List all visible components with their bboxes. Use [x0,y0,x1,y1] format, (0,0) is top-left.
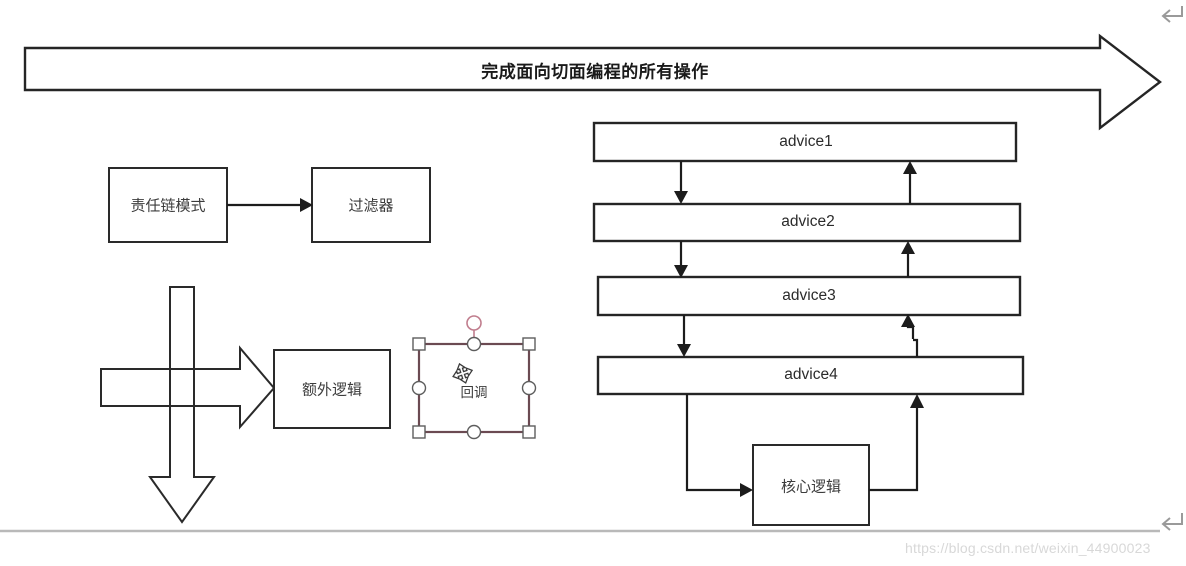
banner-block-arrow[interactable] [23,33,1162,131]
handle-bottom-right [522,425,536,439]
handle-bottom-left [412,425,426,439]
connector-advice2-to-advice1 [903,161,917,204]
connector-advice4-to-advice3 [901,314,915,339]
extra-logic-box[interactable] [273,349,391,429]
selected-callback-shape[interactable] [411,315,537,440]
handle-bottom-center [466,424,482,440]
filter-box[interactable] [311,167,431,243]
connector-core-to-advice4 [869,394,924,492]
return-arrow-bottom-icon[interactable] [1161,513,1183,531]
chain-of-responsibility-box[interactable] [108,167,228,243]
move-cursor-icon [452,362,474,384]
connector-advice4-to-core [685,394,753,497]
handle-top-right [522,337,536,351]
advice-box-4[interactable] [596,355,1025,396]
handle-top-center [466,336,482,352]
connector-advice1-to-advice2 [674,161,688,204]
connector-advice2-to-advice3 [674,241,688,278]
connector-advice4-riser [913,338,919,357]
advice-box-3[interactable] [596,275,1022,317]
connector-chain-to-filter [227,198,313,212]
core-logic-box[interactable] [752,444,870,526]
advice-box-2[interactable] [592,202,1022,243]
return-arrow-top-icon[interactable] [1161,6,1183,23]
connector-advice3-to-advice2 [901,241,915,277]
handle-middle-left [411,380,427,396]
advice-box-1[interactable] [592,121,1018,163]
connector-advice3-to-advice4 [677,315,691,357]
handle-middle-right [521,380,537,396]
handle-top-left [412,337,426,351]
block-arrow-crossing-detail [169,369,195,406]
